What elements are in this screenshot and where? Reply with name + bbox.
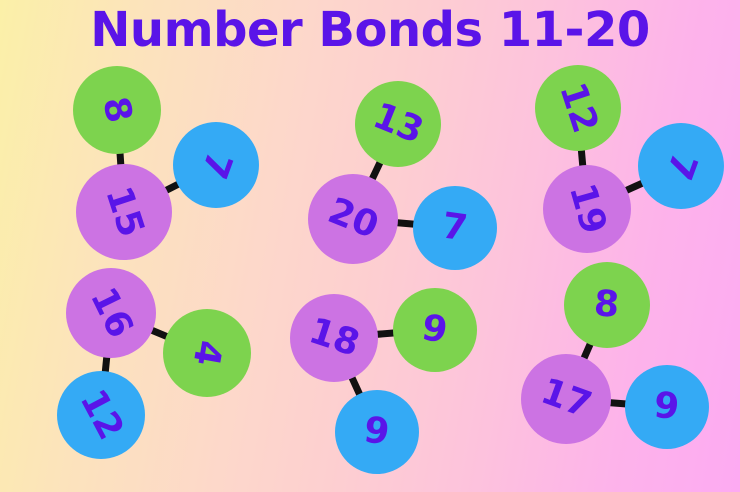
node-number: 4	[185, 337, 230, 369]
node-number: 12	[551, 77, 606, 139]
node-number: 20	[322, 190, 385, 247]
bond-node-whole[interactable]: 18	[290, 294, 378, 382]
bond-node-whole[interactable]: 16	[66, 268, 156, 358]
bond-node-part-b[interactable]: 7	[413, 186, 497, 270]
node-number: 19	[560, 179, 615, 239]
node-number: 17	[535, 370, 597, 427]
bond-node-part-b[interactable]: 12	[57, 371, 145, 459]
node-number: 16	[82, 281, 141, 345]
bond-node-part-a[interactable]: 13	[355, 81, 441, 167]
bond-node-part-a[interactable]: 12	[535, 65, 621, 151]
node-number: 13	[367, 95, 430, 152]
bond-node-part-b[interactable]: 7	[638, 123, 724, 209]
page-title: Number Bonds 11-20	[90, 2, 650, 58]
bond-node-part-b[interactable]: 7	[173, 122, 259, 208]
node-number: 15	[97, 181, 152, 243]
node-number: 9	[361, 409, 393, 454]
node-number: 12	[71, 383, 132, 447]
node-number: 7	[192, 146, 241, 184]
bond-node-part-a[interactable]: 4	[163, 309, 251, 397]
node-number: 7	[657, 147, 706, 185]
bond-node-whole[interactable]: 20	[308, 174, 398, 264]
node-number: 18	[303, 310, 365, 365]
bond-node-part-b[interactable]: 9	[335, 390, 419, 474]
bond-node-part-a[interactable]: 9	[393, 288, 477, 372]
node-number: 8	[593, 283, 621, 326]
bond-node-part-a[interactable]: 8	[73, 66, 161, 154]
bond-node-part-b[interactable]: 9	[625, 365, 709, 449]
node-number: 7	[439, 205, 471, 250]
node-number: 9	[419, 307, 451, 352]
bond-node-part-a[interactable]: 8	[564, 262, 650, 348]
bond-node-whole[interactable]: 15	[76, 164, 172, 260]
node-number: 9	[652, 384, 682, 429]
node-number: 8	[94, 93, 141, 127]
bond-node-whole[interactable]: 19	[543, 165, 631, 253]
bond-node-whole[interactable]: 17	[521, 354, 611, 444]
